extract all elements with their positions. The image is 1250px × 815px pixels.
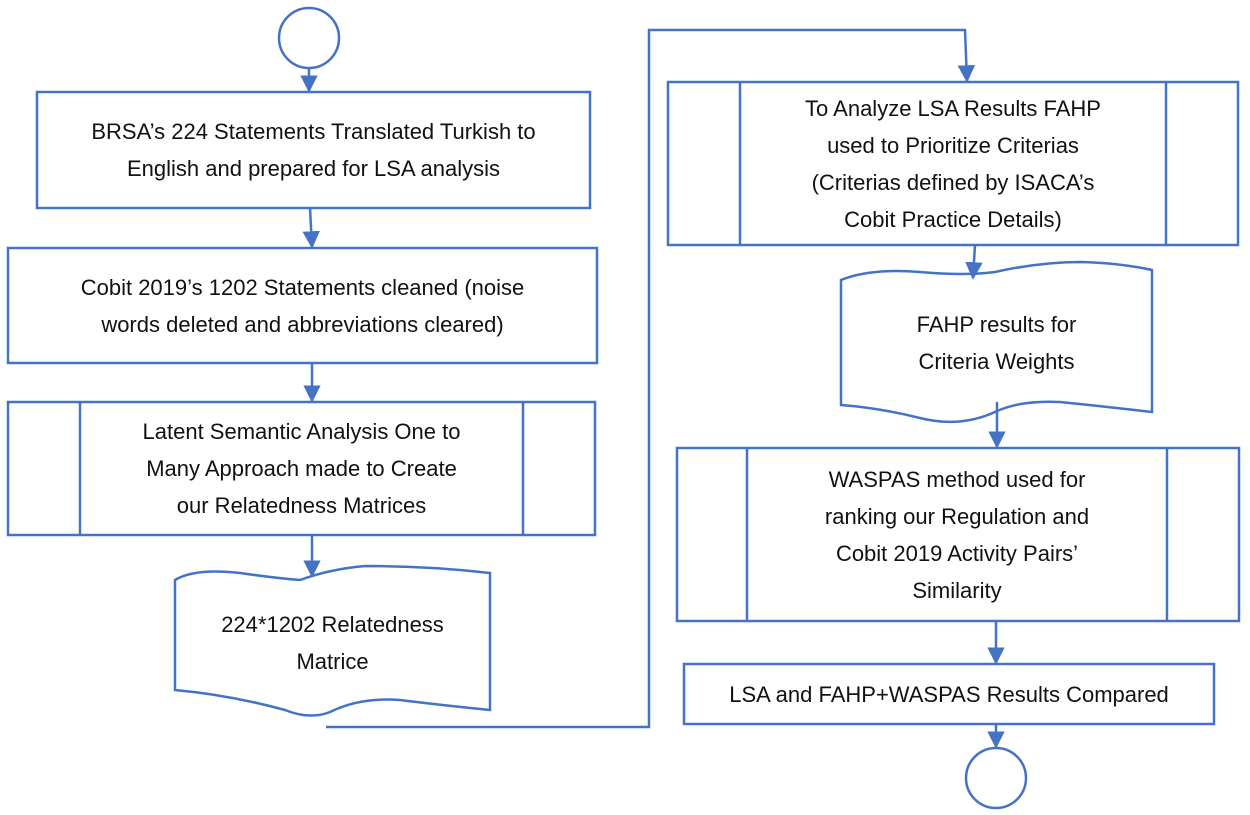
- step5-label: WASPAS method used for ranking our Regul…: [824, 466, 1090, 603]
- start-node: [277, 6, 341, 70]
- arrow-step4-to-doc2: [965, 244, 983, 280]
- step4-label: To Analyze LSA Results FAHP used to Prio…: [805, 95, 1101, 232]
- step1-box: [35, 90, 592, 210]
- doc2-label: FAHP results for Criteria Weights: [916, 311, 1077, 374]
- step2-label: Cobit 2019’s 1202 Statements cleaned (no…: [80, 274, 525, 337]
- step6-box: [682, 662, 1216, 726]
- doc2-shape: [839, 260, 1154, 424]
- end-node: [964, 746, 1028, 810]
- step5-box: [675, 446, 1241, 623]
- step3-box: [6, 400, 597, 537]
- arrow-step1-to-step2: [302, 207, 320, 249]
- step3-label: Latent Semantic Analysis One to Many App…: [142, 419, 461, 518]
- step1-label: BRSA’s 224 Statements Translated Turkish…: [91, 119, 536, 181]
- doc1-shape: [173, 564, 492, 717]
- connector-doc1-to-step4: [326, 28, 976, 729]
- step4-box: [666, 80, 1240, 247]
- step6-label: LSA and FAHP+WASPAS Results Compared: [729, 681, 1169, 707]
- doc1-label: 224*1202 Relatedness Matrice: [221, 611, 444, 674]
